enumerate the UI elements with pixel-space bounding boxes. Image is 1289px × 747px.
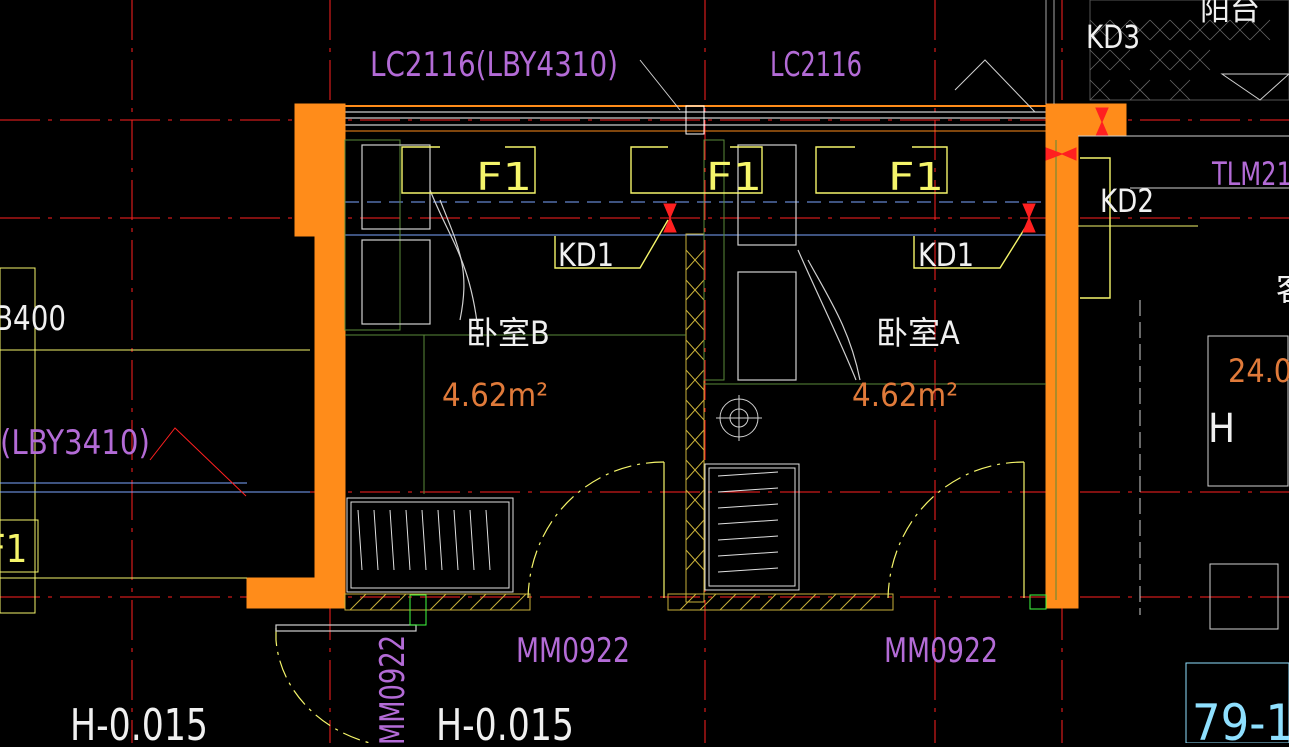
bed-a: [737, 144, 861, 381]
kd1-label-b: KD1: [558, 236, 614, 274]
room-name-bedroom-a: 卧室A: [876, 314, 960, 352]
b400-label: B400: [0, 299, 66, 339]
cabinet-markers: [401, 146, 1111, 299]
elevation-label-1: H-0.015: [70, 700, 208, 743]
f1-label-3: F1: [888, 155, 944, 199]
green-guides: [344, 139, 1057, 600]
lby3410-label: (LBY3410): [0, 423, 150, 463]
area-label-right: 24.0: [1228, 352, 1289, 390]
window-label-lc2116: LC2116: [770, 45, 862, 85]
partition-walls: [344, 233, 894, 611]
kd2-label: KD2: [1100, 182, 1154, 220]
room-area-b: 4.62m²: [442, 376, 548, 414]
kd1-label-a: KD1: [918, 236, 974, 274]
window-label-lc2116-lby4310: LC2116(LBY4310): [370, 45, 618, 85]
f1-left-label: F1: [0, 527, 27, 571]
wall-left: [246, 103, 346, 609]
balcony-label: 阳台: [1200, 0, 1260, 28]
wall-right: [1045, 103, 1127, 609]
f1-label-1: F1: [476, 155, 532, 199]
h-label-right: H: [1208, 406, 1235, 452]
bed-b: [361, 144, 479, 331]
door-jamb-markers: [409, 594, 1047, 626]
wardrobe-a: [704, 463, 800, 591]
room-name-living-partial: 客: [1276, 270, 1289, 308]
window-lines-top: [345, 105, 1046, 236]
door-label-mm0922-b: MM0922: [516, 631, 630, 671]
room-area-a: 4.62m²: [852, 376, 958, 414]
door-label-mm0922-a: MM0922: [884, 631, 998, 671]
door-label-mm0922-rotated: MM0922: [373, 635, 413, 743]
kd-markers: [663, 107, 1109, 233]
elevation-label-2: H-0.015: [436, 700, 574, 743]
door-swings: [275, 461, 1025, 744]
kd3-label: KD3: [1086, 18, 1140, 56]
balcony-hatch: [1045, 0, 1271, 104]
wardrobe-b: [346, 497, 514, 593]
ceiling-light-icon: [716, 395, 762, 441]
f1-label-2: F1: [706, 155, 762, 199]
tlm-label: TLM21: [1211, 155, 1289, 193]
right-structure: [639, 0, 1289, 744]
room-name-bedroom-b: 卧室B: [466, 314, 550, 352]
unit-number-label: 79-1: [1192, 694, 1289, 743]
left-structure: [0, 267, 310, 614]
